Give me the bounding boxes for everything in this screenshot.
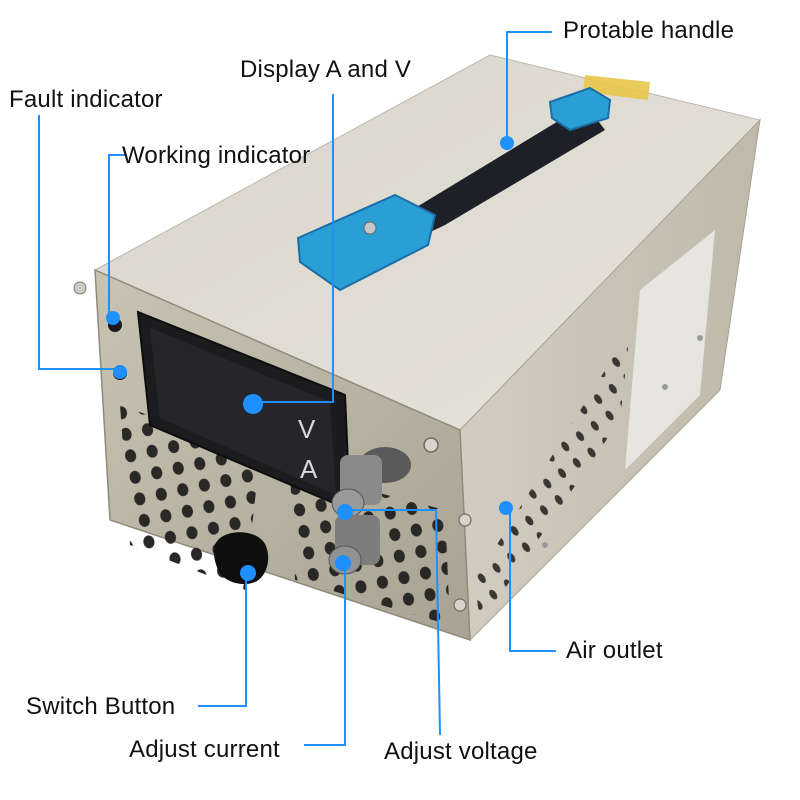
display-v: V <box>298 414 316 444</box>
label-fault-indicator: Fault indicator <box>9 86 163 113</box>
leader-lines <box>38 31 556 746</box>
label-switch-button: Switch Button <box>26 693 176 720</box>
callout-dots <box>106 136 514 581</box>
label-display: Display A and V <box>240 56 412 83</box>
label-protable-handle: Protable handle <box>563 17 735 44</box>
label-air-outlet: Air outlet <box>566 637 663 664</box>
label-adjust-current: Adjust current <box>129 736 280 763</box>
display-a: A <box>300 454 318 484</box>
label-working-indicator: Working indicator <box>122 142 311 169</box>
label-adjust-voltage: Adjust voltage <box>384 738 538 765</box>
handle-bracket-rear <box>548 86 612 132</box>
